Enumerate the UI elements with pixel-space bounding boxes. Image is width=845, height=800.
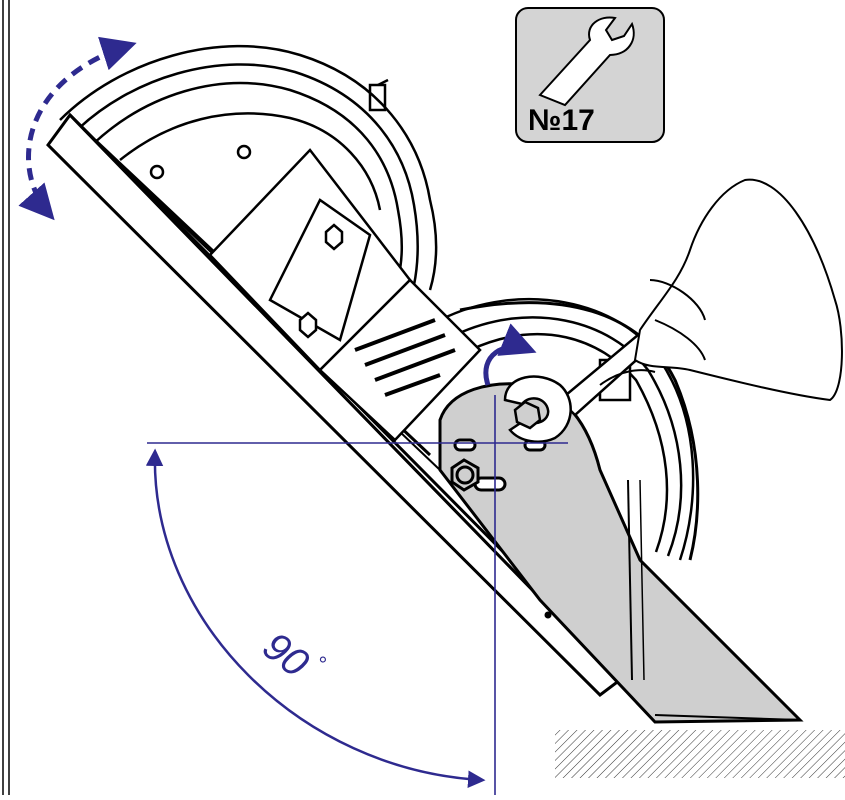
angle-value: 90 <box>255 624 317 686</box>
adjust-arrow-icon <box>18 36 137 221</box>
housing <box>208 148 482 442</box>
wrench-icon <box>538 16 635 107</box>
angle-arc <box>145 448 486 788</box>
rotation-arrow-icon <box>483 323 537 386</box>
ground-hatch <box>555 730 845 778</box>
angle-label: 90 ° <box>255 624 332 686</box>
tool-badge: №17 <box>515 7 665 143</box>
hand <box>599 178 843 402</box>
upper-wheel <box>59 44 438 291</box>
badge-label: №17 <box>528 104 595 137</box>
left-frame <box>2 0 10 795</box>
angle-guides <box>147 395 568 795</box>
